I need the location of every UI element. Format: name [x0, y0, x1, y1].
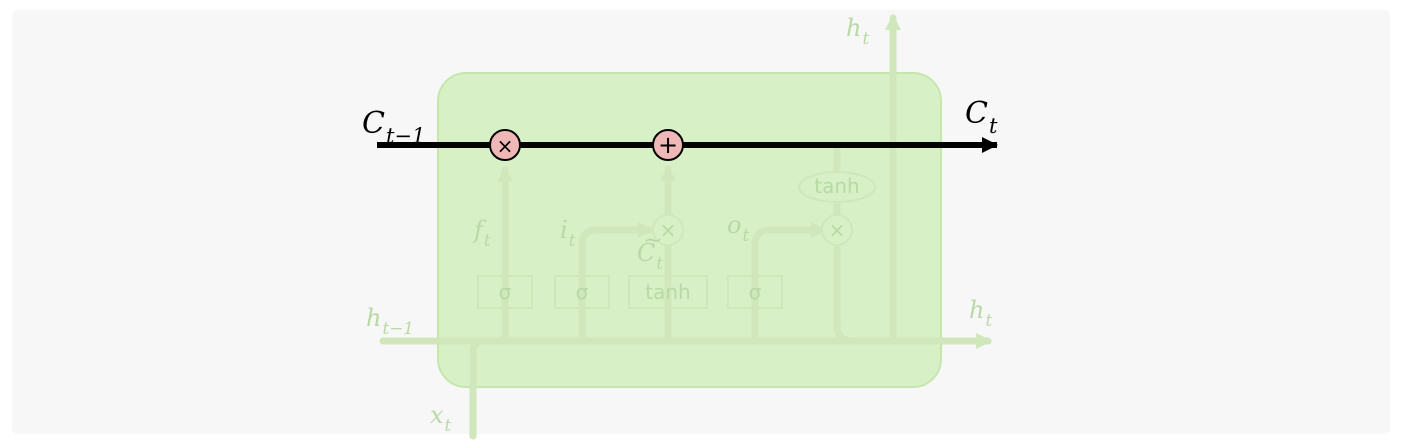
- output-label: ot: [727, 211, 749, 245]
- h-top-label: ht: [846, 14, 869, 48]
- input-gate-path: [578, 222, 654, 345]
- sigma-box-2: [554, 275, 610, 309]
- tanh-oval: [798, 171, 876, 203]
- small-multiply-circle-2: [821, 214, 853, 246]
- sigma-box-1: [477, 275, 533, 309]
- sigma-box-3-label: σ: [749, 280, 762, 304]
- candidate-label: Ct: [637, 239, 663, 273]
- small-multiply-label-2: ×: [829, 218, 846, 242]
- x-input-line: [469, 337, 488, 440]
- sigma-box-1-label: σ: [499, 280, 512, 304]
- c-prev-label: Ct−1: [362, 106, 425, 148]
- main-multiply-label: ×: [497, 134, 514, 158]
- sigma-box-2-label: σ: [576, 280, 589, 304]
- tanh-oval-label: tanh: [814, 174, 859, 198]
- tanh-box-label: tanh: [645, 280, 690, 304]
- h-out-label: ht: [969, 296, 992, 330]
- main-add-label: +: [658, 131, 678, 159]
- sigma-box-3: [727, 275, 783, 309]
- h-prev-label: ht−1: [366, 304, 414, 338]
- cell-to-hidden-path: [833, 141, 992, 349]
- main-add-circle: [652, 129, 684, 161]
- small-multiply-circle-1: [652, 214, 684, 246]
- tanh-box: [628, 275, 708, 309]
- small-multiply-label-1: ×: [660, 218, 677, 242]
- input-label: it: [560, 216, 576, 250]
- candidate-tilde: ~: [643, 226, 663, 254]
- output-gate-path: [751, 222, 827, 345]
- x-label: xt: [430, 401, 452, 435]
- main-multiply-circle: [489, 129, 521, 161]
- c-next-label: Ct: [965, 96, 998, 138]
